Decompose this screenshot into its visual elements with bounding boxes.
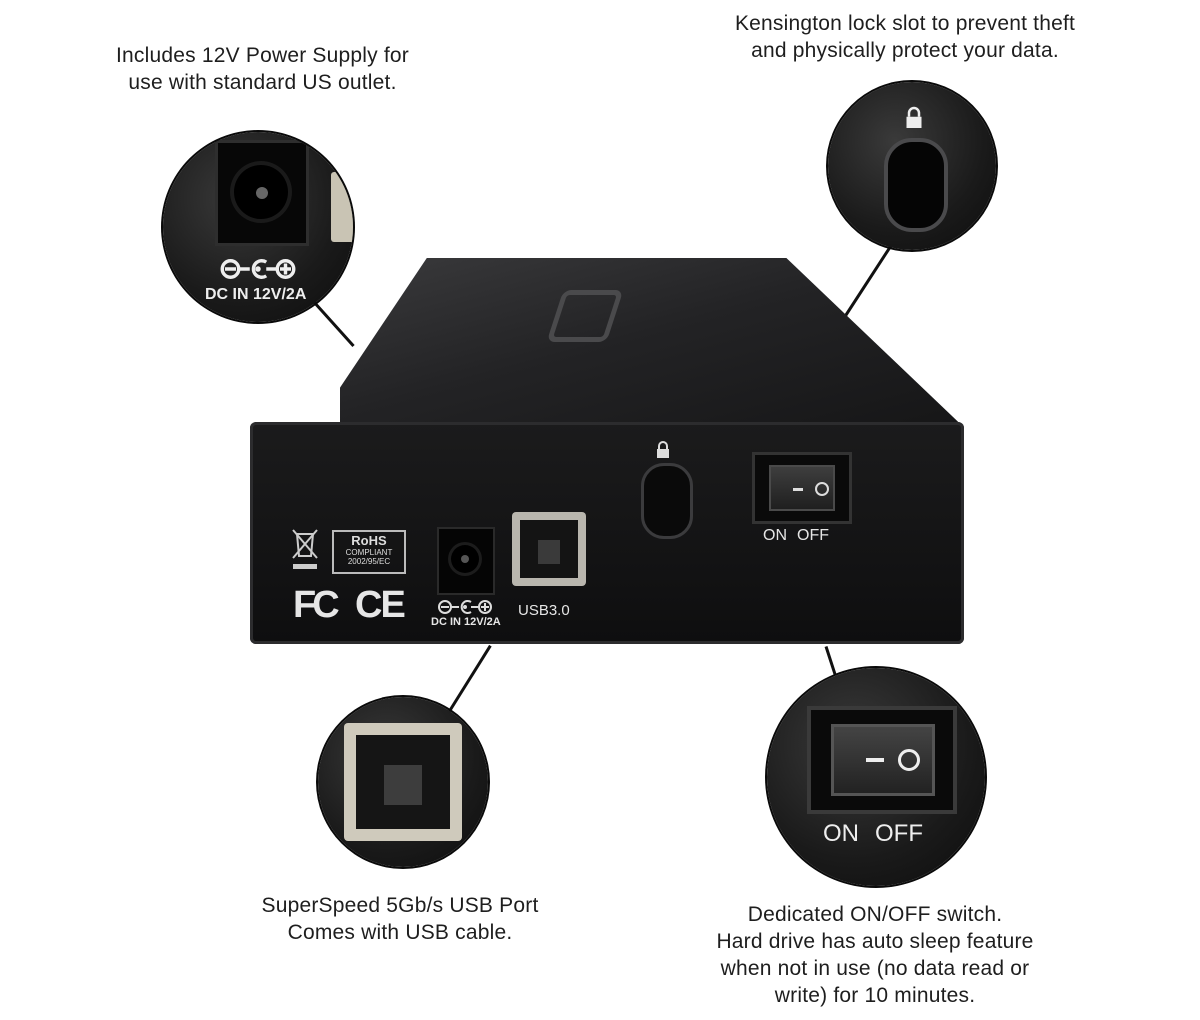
switch-on-label: ON [763, 527, 787, 544]
kensington-lock-caption: Kensington lock slot to prevent theft an… [734, 12, 1076, 62]
usb-callout-line [446, 644, 492, 715]
power-switch-caption: Dedicated ON/OFF switch. Hard drive has … [716, 903, 1034, 1007]
switch-off-label: OFF [797, 527, 829, 544]
zoom-switch-rocker [831, 724, 935, 796]
lock-callout-line [843, 240, 896, 318]
power-switch-zoom: ON OFF [767, 668, 985, 886]
fcc-logo: FC [293, 584, 340, 626]
zoom-dc-pin [256, 187, 268, 199]
zoom-dc-polarity-icon [220, 259, 296, 279]
zoom-side-connector [331, 172, 353, 242]
power-supply-caption: Includes 12V Power Supply for use with s… [116, 44, 409, 94]
zoom-usb-shell [344, 723, 462, 841]
zoom-off-indicator-icon [898, 749, 920, 771]
lock-slot-zoom [828, 82, 996, 250]
switch-callout-line [824, 646, 837, 676]
zoom-on-label: ON [823, 820, 859, 847]
rohs-badge: RoHS COMPLIANT 2002/95/EC [332, 530, 406, 574]
on-indicator-icon [793, 488, 803, 491]
kensington-lock-slot[interactable] [641, 463, 693, 539]
usb-port-opening [520, 520, 578, 578]
zoom-switch-frame [807, 706, 957, 814]
power-switch-rocker[interactable] [769, 465, 835, 511]
zoom-off-label: OFF [875, 820, 923, 847]
dc-power-jack[interactable] [437, 527, 495, 595]
usb-port-tongue [538, 540, 560, 564]
usb-port[interactable] [512, 512, 586, 586]
dc-jack-pin [461, 555, 469, 563]
off-indicator-icon [815, 482, 829, 496]
zoom-usb-tongue [384, 765, 422, 805]
dc-in-label: DC IN 12V/2A [431, 616, 501, 628]
power-switch[interactable] [752, 452, 852, 524]
ce-mark: CE [355, 584, 406, 626]
zoom-dc-jack [215, 140, 309, 246]
zoom-padlock-icon [906, 106, 922, 128]
padlock-icon [657, 441, 669, 458]
usb-port-zoom [318, 697, 488, 867]
zoom-dc-in-label: DC IN 12V/2A [205, 286, 307, 303]
usb-label: USB3.0 [518, 602, 570, 619]
dc-power-zoom: DC IN 12V/2A [163, 132, 353, 322]
weee-bin-icon [292, 529, 318, 569]
dc-polarity-icon [438, 600, 492, 614]
zoom-on-indicator-icon [866, 758, 884, 762]
usb-port-caption: SuperSpeed 5Gb/s USB Port Comes with USB… [261, 894, 539, 944]
zoom-usb-opening [356, 735, 450, 829]
zoom-lock-slot [884, 138, 948, 232]
